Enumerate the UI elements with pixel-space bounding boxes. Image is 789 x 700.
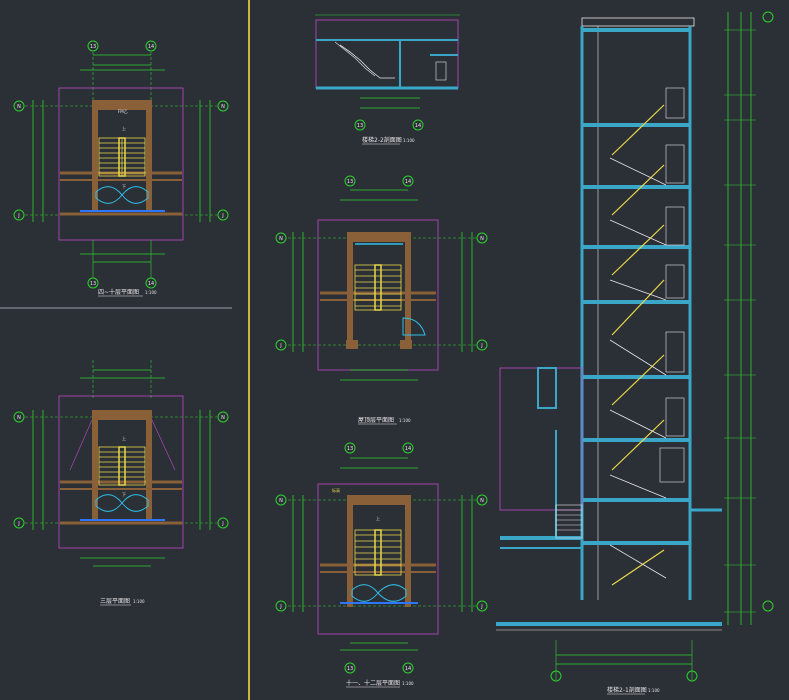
floor-plan-4-10: 13 14 N J N J xyxy=(13,40,229,297)
caption-plan-3: 三层平面图 xyxy=(100,598,130,605)
svg-text:N: N xyxy=(17,415,21,421)
svg-text:J: J xyxy=(279,604,281,610)
svg-text:14: 14 xyxy=(405,179,411,185)
svg-text:14: 14 xyxy=(148,44,154,50)
svg-text:N: N xyxy=(221,415,225,421)
axis-marker-N-right-2: N xyxy=(217,411,229,423)
caption-plan-4-10: 四~十层平面图 xyxy=(98,288,139,296)
svg-text:1:100: 1:100 xyxy=(133,599,145,604)
axis-marker-13-section: 13 xyxy=(354,119,366,131)
axis-marker-13-top: 13 xyxy=(87,40,99,52)
axis-marker-J-left: J xyxy=(13,209,25,221)
svg-text:14: 14 xyxy=(148,281,154,287)
svg-text:13: 13 xyxy=(347,446,353,452)
axis-marker-13-roof: 13 xyxy=(344,175,356,187)
svg-text:J: J xyxy=(480,343,482,349)
roof-plan: 13 14 N J N J xyxy=(275,175,488,425)
axis-marker-14-bottom: 14 xyxy=(145,277,157,289)
axis-marker-13-p1112: 13 xyxy=(344,442,356,454)
axis-marker-14-p1112-bottom: 14 xyxy=(402,662,414,674)
svg-text:下: 下 xyxy=(122,184,126,189)
svg-text:N: N xyxy=(17,104,21,110)
svg-text:上: 上 xyxy=(122,125,126,131)
axis-marker-N-roof-right: N xyxy=(476,232,488,244)
axis-marker-J-left-2: J xyxy=(13,517,25,529)
svg-text:N: N xyxy=(480,498,484,504)
svg-text:N: N xyxy=(221,104,225,110)
section-2-2: 13 14 楼梯2-2剖面图 1:100 xyxy=(315,14,460,145)
svg-text:J: J xyxy=(279,343,281,349)
caption-section-2-2: 楼梯2-2剖面图 xyxy=(362,136,402,144)
svg-text:J: J xyxy=(221,521,223,527)
svg-text:1:100: 1:100 xyxy=(145,290,157,295)
axis-marker-13-bottom: 13 xyxy=(87,277,99,289)
svg-text:J: J xyxy=(221,213,223,219)
svg-text:J: J xyxy=(17,521,19,527)
axis-marker-N-left-2: N xyxy=(13,411,25,423)
svg-text:下: 下 xyxy=(122,492,126,497)
caption-plan-11-12: 十一、十二层平面图 xyxy=(346,679,400,687)
svg-text:1:100: 1:100 xyxy=(399,418,411,423)
svg-text:上: 上 xyxy=(376,515,380,521)
svg-text:FM乙: FM乙 xyxy=(118,108,128,114)
svg-text:14: 14 xyxy=(415,123,421,129)
axis-marker-J-p1112-right: J xyxy=(476,600,488,612)
svg-text:J: J xyxy=(480,604,482,610)
axis-marker-N-p1112-left: N xyxy=(275,494,287,506)
svg-text:1:100: 1:100 xyxy=(648,688,660,693)
svg-text:1:100: 1:100 xyxy=(403,138,415,143)
caption-roof-plan: 屋顶层平面图 xyxy=(358,417,394,424)
axis-marker-N-roof-left: N xyxy=(275,232,287,244)
svg-text:13: 13 xyxy=(347,179,353,185)
axis-marker-14-roof: 14 xyxy=(402,175,414,187)
floor-plan-11-12: 13 14 标高 N J N J xyxy=(275,442,488,688)
axis-marker-13-p1112-bottom: 13 xyxy=(344,662,356,674)
axis-marker-14-section: 14 xyxy=(412,119,424,131)
axis-marker-N-p1112-right: N xyxy=(476,494,488,506)
svg-text:N: N xyxy=(279,236,283,242)
svg-text:13: 13 xyxy=(90,281,96,287)
axis-marker-14-p1112: 14 xyxy=(402,442,414,454)
svg-text:13: 13 xyxy=(90,44,96,50)
svg-text:14: 14 xyxy=(405,446,411,452)
svg-text:14: 14 xyxy=(405,666,411,672)
svg-text:13: 13 xyxy=(347,666,353,672)
axis-marker-J-right: J xyxy=(217,209,229,221)
axis-marker-J-p1112-left: J xyxy=(275,600,287,612)
axis-marker-N-right: N xyxy=(217,100,229,112)
svg-text:N: N xyxy=(279,498,283,504)
axis-marker-14-top: 14 xyxy=(145,40,157,52)
svg-text:标高: 标高 xyxy=(332,487,340,493)
svg-text:N: N xyxy=(480,236,484,242)
section-2-1: 楼梯2-1剖面图 1:100 xyxy=(496,11,774,695)
svg-text:13: 13 xyxy=(357,123,363,129)
axis-marker-J-right-2: J xyxy=(217,517,229,529)
svg-text:1:100: 1:100 xyxy=(402,681,414,686)
axis-marker-N-left: N xyxy=(13,100,25,112)
axis-marker-J-roof-left: J xyxy=(275,339,287,351)
svg-text:上: 上 xyxy=(122,435,126,441)
caption-section-2-1: 楼梯2-1剖面图 xyxy=(607,686,647,694)
svg-text:J: J xyxy=(17,213,19,219)
floor-plan-3: N J N J xyxy=(13,360,229,606)
axis-marker-J-roof-right: J xyxy=(476,339,488,351)
